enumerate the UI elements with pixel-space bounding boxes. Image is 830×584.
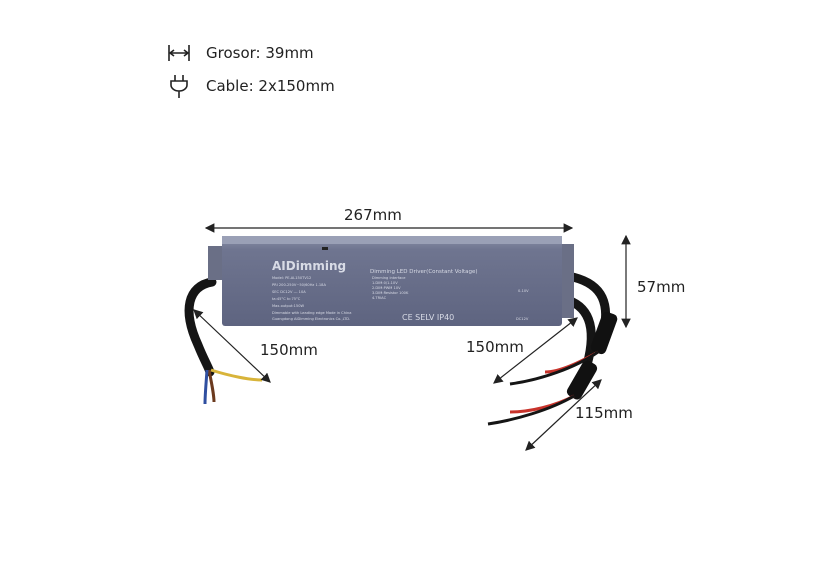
spec-line: Dimmable with Leading edge Made in China — [272, 311, 351, 315]
output-cable-label: 150mm — [466, 338, 524, 356]
spec-line: Guangdong AiDimming Electronics Co.,LTD. — [272, 317, 350, 321]
length-label: 267mm — [344, 206, 402, 224]
output-label: DC12V — [516, 317, 529, 321]
dimension-arrows — [193, 223, 631, 451]
spec-thickness-label: Grosor: 39mm — [206, 44, 314, 62]
spec-thickness: Grosor: 39mm — [166, 41, 314, 65]
led-driver: AIDimming Dimming LED Driver(Constant Vo… — [222, 236, 562, 326]
cert-marks: CE SELV IP40 — [402, 313, 454, 322]
interface-line: 3.DIM:Resistor 100K — [372, 291, 409, 295]
device-title: Dimming LED Driver(Constant Voltage) — [370, 269, 478, 275]
plug-icon — [170, 75, 188, 98]
spec-line: Max.output:150W — [272, 304, 304, 308]
spec-line: ta:45°C tc:75°C — [272, 297, 301, 301]
height-label: 57mm — [637, 278, 686, 296]
interface-line: 2.DIM:PWM 10V — [372, 286, 401, 290]
output-label: 0-10V — [518, 289, 529, 293]
interface-line: Dimming interface — [372, 276, 406, 280]
spec-line: SEC DC12V --- 10A — [272, 290, 306, 294]
spec-line: PRI 200-250V~50/60Hz 1.18A — [272, 283, 326, 287]
output-wire-label: 115mm — [575, 404, 633, 422]
input-cable-label: 150mm — [260, 341, 318, 359]
interface-line: 4.TRIAC — [372, 296, 387, 300]
spec-cable-label: Cable: 2x150mm — [206, 77, 335, 95]
thickness-icon — [168, 45, 190, 61]
spec-line: Model: PE-AL150TV12 — [272, 276, 311, 280]
interface-line: 1.DIM:0/1-10V — [372, 281, 398, 285]
spec-cable: Cable: 2x150mm — [166, 74, 335, 98]
brand-logo: AIDimming — [272, 259, 346, 273]
